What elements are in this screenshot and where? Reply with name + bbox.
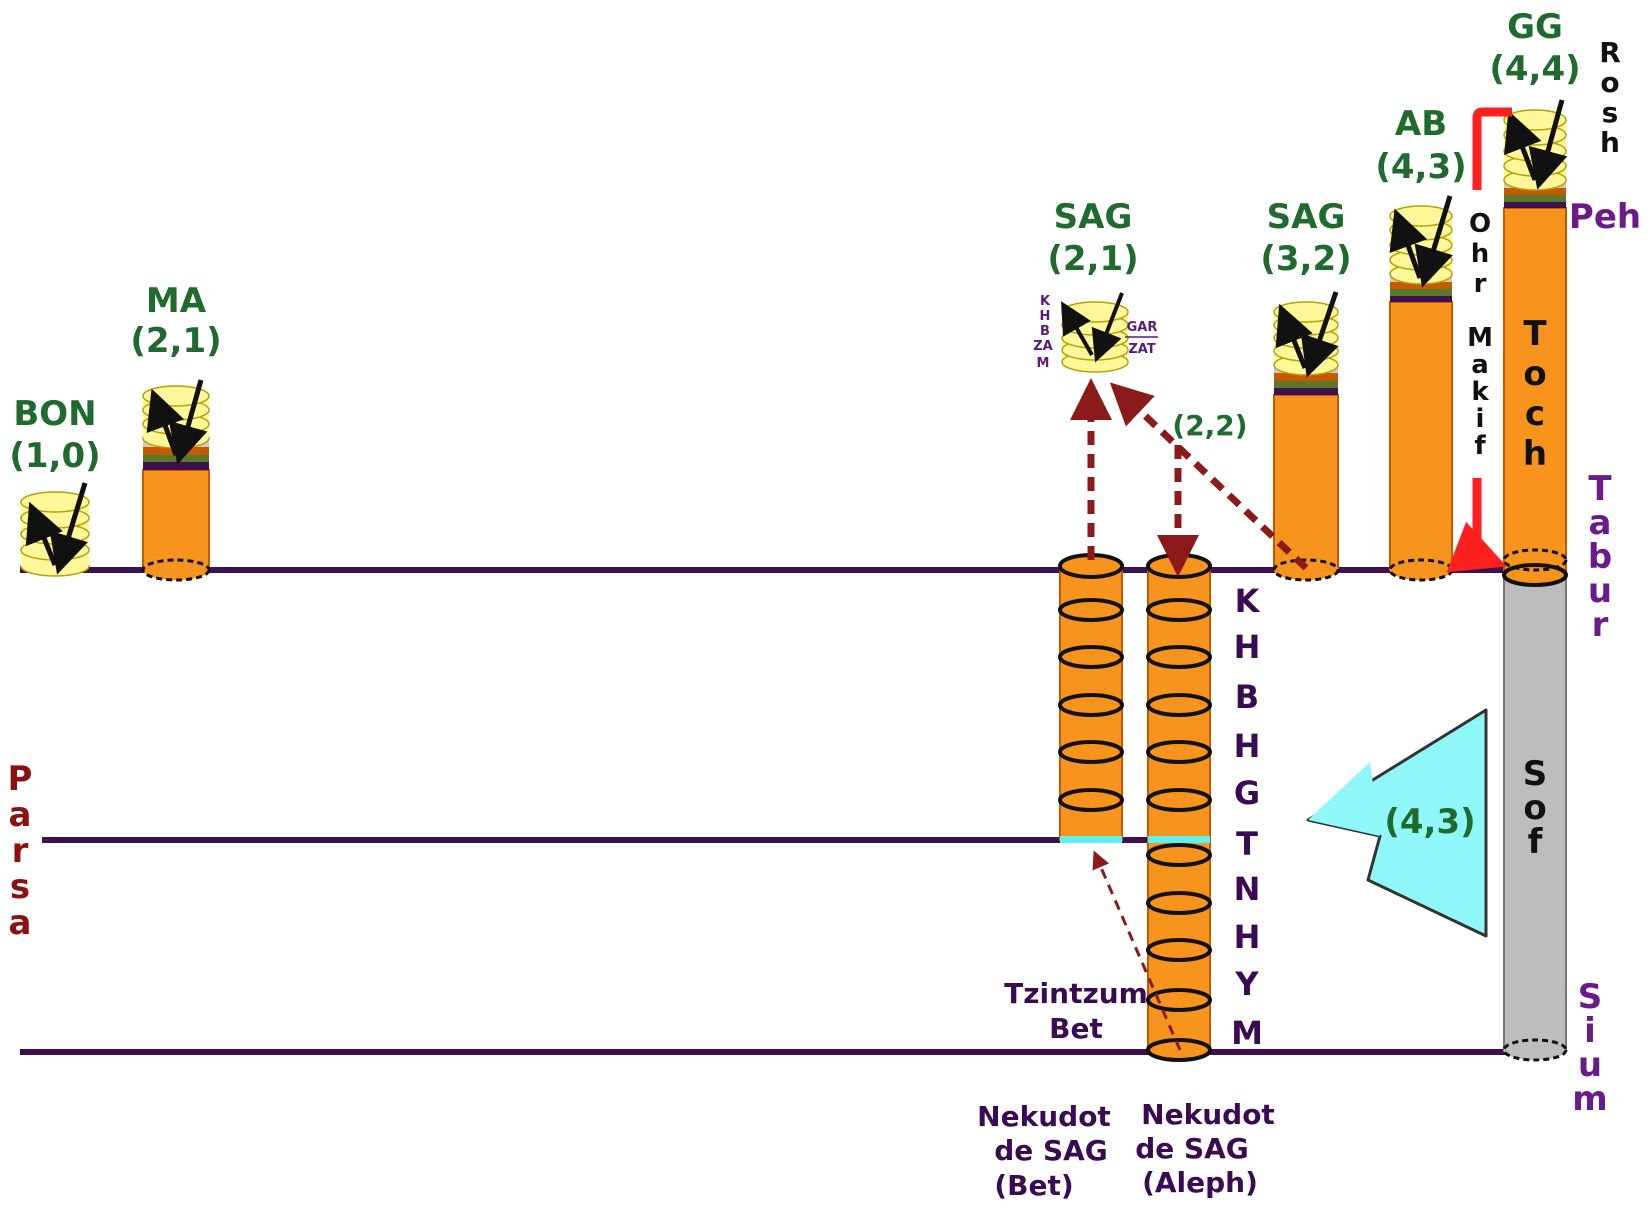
sag32-coord: (3,2) — [1260, 239, 1351, 279]
gg-coord: (4,4) — [1489, 49, 1580, 89]
nekudot-bet-column — [1058, 553, 1124, 843]
ab-partzuf — [1388, 195, 1454, 582]
nekudot-aleph-line3: (Aleph) — [1142, 1166, 1258, 1199]
nekudot-aleph-line1: Nekudot — [1141, 1098, 1275, 1131]
nekudot-bet-line3: (Bet) — [994, 1169, 1073, 1202]
sag32-name: SAG — [1267, 197, 1346, 237]
sag21-coord: (2,1) — [1047, 239, 1138, 279]
side-za: ZA — [1033, 339, 1053, 354]
sag21-gar: GAR — [1127, 320, 1158, 335]
nekudot-bet-line2: de SAG — [994, 1134, 1108, 1167]
sefira-label: H — [1234, 918, 1261, 956]
ma-partzuf — [141, 379, 211, 582]
sefira-label: H — [1234, 727, 1261, 765]
bon-arrow-up — [25, 501, 63, 566]
triangle-label: (4,3) — [1384, 802, 1475, 842]
sefira-label: N — [1234, 870, 1261, 908]
ma-name: MA — [146, 281, 207, 321]
sag32-partzuf — [1272, 291, 1340, 582]
gg-name: GG — [1507, 7, 1563, 47]
nekudot-bet-line1: Nekudot — [977, 1100, 1111, 1133]
bon-partzuf — [20, 482, 90, 577]
dashed-arrows — [1070, 378, 1309, 577]
sefira-label: B — [1235, 678, 1259, 716]
side-h: H — [1040, 309, 1051, 324]
ascent-triangle — [1306, 708, 1488, 938]
sefira-label: K — [1235, 582, 1261, 620]
bon-coord: (1,0) — [9, 436, 100, 476]
tzimtzum-line1: Tzintzum — [1004, 977, 1148, 1010]
gg-partzuf — [1502, 99, 1568, 1062]
ma-coord: (2,1) — [130, 321, 221, 361]
nekudot-aleph-line2: de SAG — [1135, 1132, 1249, 1165]
sag21-zat: ZAT — [1128, 342, 1155, 357]
tzimtzum-line2: Bet — [1049, 1012, 1103, 1045]
sag21-side-left: K H B ZA M — [1033, 294, 1053, 371]
bon-arrow-down — [49, 482, 88, 575]
sefira-label: M — [1231, 1014, 1263, 1052]
nekudot-aleph-column — [1146, 553, 1212, 1062]
sag21-name: SAG — [1054, 197, 1133, 237]
ab-coord: (4,3) — [1375, 147, 1466, 187]
side-m: M — [1037, 356, 1050, 371]
side-b: B — [1040, 324, 1050, 339]
sefira-label: G — [1234, 774, 1260, 812]
peh-label: Peh — [1569, 197, 1641, 237]
sefira-label: Y — [1234, 965, 1259, 1003]
sefira-label: T — [1236, 825, 1258, 863]
ohr-makif-bracket — [1446, 107, 1512, 573]
sag21-rosh — [1061, 292, 1158, 373]
bon-name: BON — [13, 394, 96, 434]
arrow-label-22: (2,2) — [1172, 409, 1247, 442]
ab-name: AB — [1395, 104, 1447, 144]
tzimtzum-arrow — [1092, 850, 1182, 1051]
sefira-label: H — [1234, 628, 1261, 666]
side-k: K — [1040, 294, 1051, 309]
